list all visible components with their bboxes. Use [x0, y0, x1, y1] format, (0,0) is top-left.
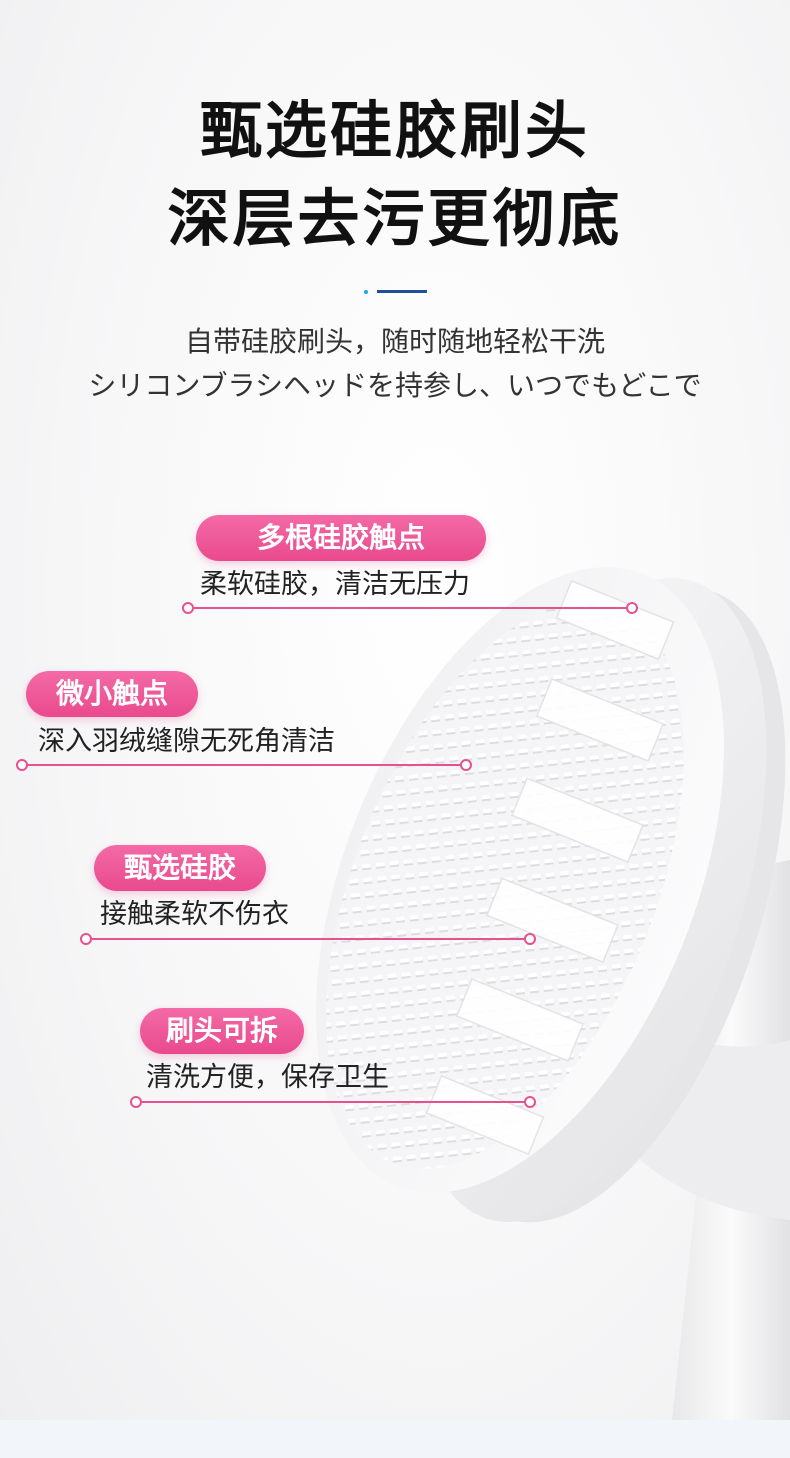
- feature-3-line: [86, 938, 530, 940]
- divider-bar: [377, 290, 427, 293]
- feature-2-node-left: [16, 759, 28, 771]
- feature-1-badge: 多根硅胶触点: [196, 515, 486, 561]
- feature-2-line: [22, 764, 466, 766]
- feature-1-desc: 柔软硅胶，清洁无压力: [200, 569, 470, 600]
- feature-4-desc: 清洗方便，保存卫生: [146, 1062, 389, 1093]
- feature-3-node-left: [80, 933, 92, 945]
- feature-4-badge: 刷头可拆: [140, 1008, 304, 1054]
- feature-4-node-right: [524, 1096, 536, 1108]
- feature-1-line: [188, 607, 632, 609]
- feature-1-node-right: [626, 602, 638, 614]
- feature-3-desc: 接触柔软不伤衣: [100, 899, 289, 930]
- subtitle-line-1: 自带硅胶刷头，随时随地轻松干洗: [184, 325, 605, 358]
- feature-2-node-right: [460, 759, 472, 771]
- feature-3-node-right: [524, 933, 536, 945]
- feature-4-node-left: [130, 1096, 142, 1108]
- feature-2-badge: 微小触点: [26, 671, 198, 717]
- feature-1-node-left: [182, 602, 194, 614]
- headline-line-1: 甄选硅胶刷头: [199, 94, 590, 167]
- divider-dot: [364, 290, 368, 294]
- headline-line-2: 深层去污更彻底: [167, 182, 623, 255]
- feature-3-badge: 甄选硅胶: [94, 845, 266, 891]
- title-divider: [0, 290, 790, 294]
- feature-2-desc: 深入羽绒缝隙无死角清洁: [38, 726, 335, 757]
- feature-4-line: [136, 1101, 530, 1103]
- bottom-band: [0, 1420, 790, 1458]
- subtitle-line-2: シリコンブラシヘッドを持参し、いつでもどこで: [88, 369, 702, 402]
